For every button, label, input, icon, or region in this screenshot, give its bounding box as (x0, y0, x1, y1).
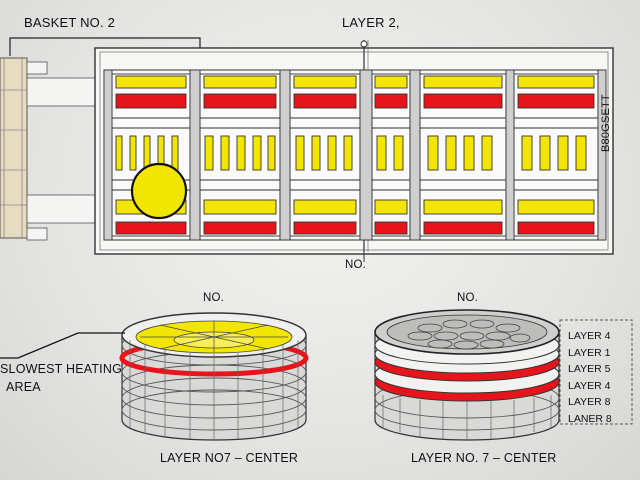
layer-legend: LAYER 4 LAYER 1 LAYER 5 LAYER 4 LAYER 8 … (568, 330, 628, 426)
layer-legend-item: LAYER 8 (568, 396, 611, 408)
compartments (103, 69, 607, 241)
compartment-2 (199, 73, 281, 237)
layer-legend-item: LANER 8 (568, 412, 612, 425)
callout-line-1: SLOWEST HEATING (0, 362, 123, 376)
layer-legend-item: LAYER 4 (568, 379, 611, 392)
side-label: B80GSETT (600, 94, 612, 152)
layer-legend-item: LAYER 1 (568, 346, 611, 359)
compartment-6 (513, 73, 599, 237)
left-basket-caption: LAYER NO7 – CENTER (160, 451, 299, 465)
right-basket-no-label: NO. (457, 292, 479, 304)
layer-legend-box (559, 319, 633, 425)
right-basket-caption: LAYER NO. 7 – CENTER (411, 451, 557, 465)
callout-leader (0, 332, 125, 359)
compartment-4 (371, 73, 411, 237)
left-basket-no-label: NO. (203, 292, 225, 304)
slowest-heating-spot (130, 162, 188, 220)
basket-label-leader (9, 37, 201, 56)
callout-line-2: AREA (6, 380, 41, 394)
basket-label: BASKET NO. 2 (24, 15, 116, 30)
compartment-3 (289, 73, 361, 237)
compartment-5 (419, 73, 507, 237)
right-cylinder-basket (374, 309, 560, 441)
frame-bottom-label: NO. (345, 259, 367, 271)
layer-legend-item: LAYER 4 (568, 330, 611, 342)
left-cylinder-basket (119, 312, 309, 441)
left-bracket (0, 57, 98, 241)
layer-label: LAYER 2, (342, 15, 400, 30)
layer-legend-item: LAYER 5 (568, 363, 611, 375)
